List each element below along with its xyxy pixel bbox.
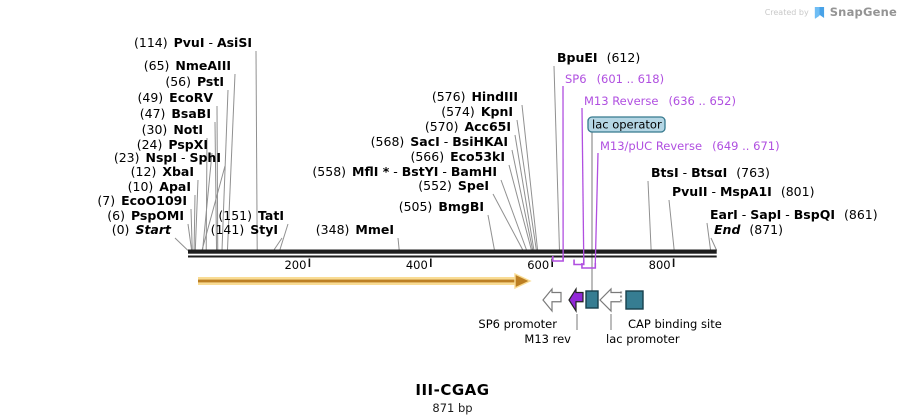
site-label-pspxi: (24)PspXI: [137, 137, 208, 152]
site-label-btsi: BtsI - BtsαI(763): [651, 165, 770, 180]
site-label-xbai: (12)XbaI: [131, 164, 194, 179]
site-label-start: (0)Start: [112, 222, 172, 237]
feature-caption-lac-promoter: lac promoter: [606, 332, 680, 346]
site-label-eari: EarI - SapI - BspQI(861): [710, 207, 878, 222]
site-leader-mmei: [397, 237, 400, 251]
orf-arrow-head: [514, 272, 532, 290]
cap-binding-site-icon: [625, 290, 644, 310]
lac-operator-tag-box: [587, 116, 666, 133]
feature-caption-sp6-promoter: SP6 promoter: [478, 317, 557, 331]
site-label-kpni: (574)KpnI: [441, 104, 513, 119]
site-leader-bsabi: [214, 121, 218, 251]
site-leader-btsi: [647, 180, 652, 251]
site-label-pvui: (114)PvuI - AsiSI: [134, 35, 252, 50]
orf-arrow-core: [198, 279, 515, 283]
site-label-mmei: (348)MmeI: [316, 222, 394, 237]
feature-caption-cap-binding-site: CAP binding site: [628, 317, 722, 331]
lac-operator-icon: [585, 290, 599, 309]
feature-caption-m13-rev: M13 rev: [524, 332, 571, 346]
site-label-ecoo109i: (7)EcoO109I: [97, 193, 187, 208]
snapgene-brand-text: SnapGene: [829, 5, 897, 19]
site-label-psti: (56)PstI: [165, 74, 224, 89]
lac-promoter-icon: [599, 287, 623, 313]
title-block: III-CGAG 871 bp: [0, 381, 905, 415]
site-leader-tati: [279, 223, 289, 251]
site-label-pvuii: PvuII - MspA1I(801): [672, 184, 814, 199]
sp6-promoter-icon: [542, 287, 562, 313]
construct-length: 871 bp: [432, 401, 473, 415]
snapgene-flag-icon: [814, 6, 824, 19]
site-leader-acc65i: [514, 134, 535, 251]
primer-bracket-m13-puc-reverse: [581, 263, 597, 269]
site-leader-nspi: [201, 165, 226, 251]
site-label-end: End(871): [714, 222, 783, 237]
site-leader-ecoo109i: [190, 208, 193, 251]
site-leader-bpuei: [553, 65, 560, 251]
snapgene-credit: Created by SnapGene: [765, 5, 897, 19]
primer-leader-m13-puc-reverse: [594, 152, 599, 265]
site-leader-saci: [511, 149, 534, 251]
m13-rev-icon: [568, 286, 584, 314]
site-label-apai: (10)ApaI: [128, 179, 191, 194]
site-leader-nmeaiii: [226, 73, 236, 251]
site-leader-bmgbi: [487, 214, 496, 251]
axis-tick-label-200: 200: [284, 258, 306, 272]
axis-tick-label-400: 400: [406, 258, 428, 272]
site-label-hindiii: (576)HindIII: [432, 89, 518, 104]
primer-label-m13-puc-reverse: M13/pUC Reverse(649 .. 671): [600, 139, 780, 153]
construct-name: III-CGAG: [415, 381, 490, 399]
primer-label-m13-reverse: M13 Reverse(636 .. 652): [584, 94, 736, 108]
site-label-mfli: (558)MflI * - BstYI - BamHI: [312, 164, 497, 179]
site-leader-pvuii: [668, 199, 675, 251]
site-leader-pvui: [255, 50, 258, 251]
site-label-styi: (141)StyI: [211, 222, 278, 237]
primer-bracket-sp6: [552, 256, 564, 262]
site-leader-eco53ki: [508, 164, 533, 251]
site-label-ecorv: (49)EcoRV: [137, 90, 213, 105]
sequence-line-top: [188, 249, 717, 254]
site-leader-styi: [273, 237, 283, 251]
site-leader-kpni: [516, 119, 537, 251]
site-leader-ecorv: [216, 105, 219, 251]
site-label-spei: (552)SpeI: [418, 178, 489, 193]
site-leader-mfli: [500, 179, 528, 251]
site-label-acc65i: (570)Acc65I: [425, 119, 511, 134]
site-leader-apai: [193, 194, 196, 251]
lac-operator-tag-label: lac operator: [592, 118, 662, 132]
site-leader-pspomi: [187, 223, 193, 251]
site-leader-spei: [492, 193, 524, 251]
axis-tick-label-600: 600: [527, 258, 549, 272]
created-by-text: Created by: [764, 7, 809, 17]
primer-leader-m13-reverse: [581, 107, 585, 261]
site-label-pspomi: (6)PspOMI: [107, 208, 184, 223]
site-label-nspi: (23)NspI - SphI: [114, 150, 221, 165]
site-label-saci: (568)SacI - BsiHKAI: [371, 134, 508, 149]
primer-label-sp6: SP6(601 .. 618): [565, 72, 664, 86]
site-label-tati: (151)TatI: [218, 208, 284, 223]
site-label-bpuei: BpuEI(612): [557, 50, 640, 65]
site-label-bmgbi: (505)BmgBI: [399, 199, 484, 214]
site-leader-noti: [205, 137, 208, 251]
site-leader-start: [174, 237, 189, 251]
sequence-line-bottom: [188, 255, 717, 258]
site-label-noti: (30)NotI: [142, 122, 203, 137]
site-leader-psti: [221, 89, 229, 251]
site-label-nmeaiii: (65)NmeAIII: [144, 58, 231, 73]
site-leader-xbai: [194, 179, 199, 251]
site-leader-end: [710, 237, 718, 251]
site-label-eco53ki: (566)Eco53kI: [410, 149, 505, 164]
primer-bracket-m13-reverse: [573, 259, 585, 266]
site-leader-hindiii: [521, 104, 539, 251]
site-label-bsabi: (47)BsaBI: [140, 106, 211, 121]
site-leader-pspxi: [202, 152, 213, 251]
axis-tick-label-800: 800: [649, 258, 671, 272]
site-leader-eari: [706, 222, 712, 251]
